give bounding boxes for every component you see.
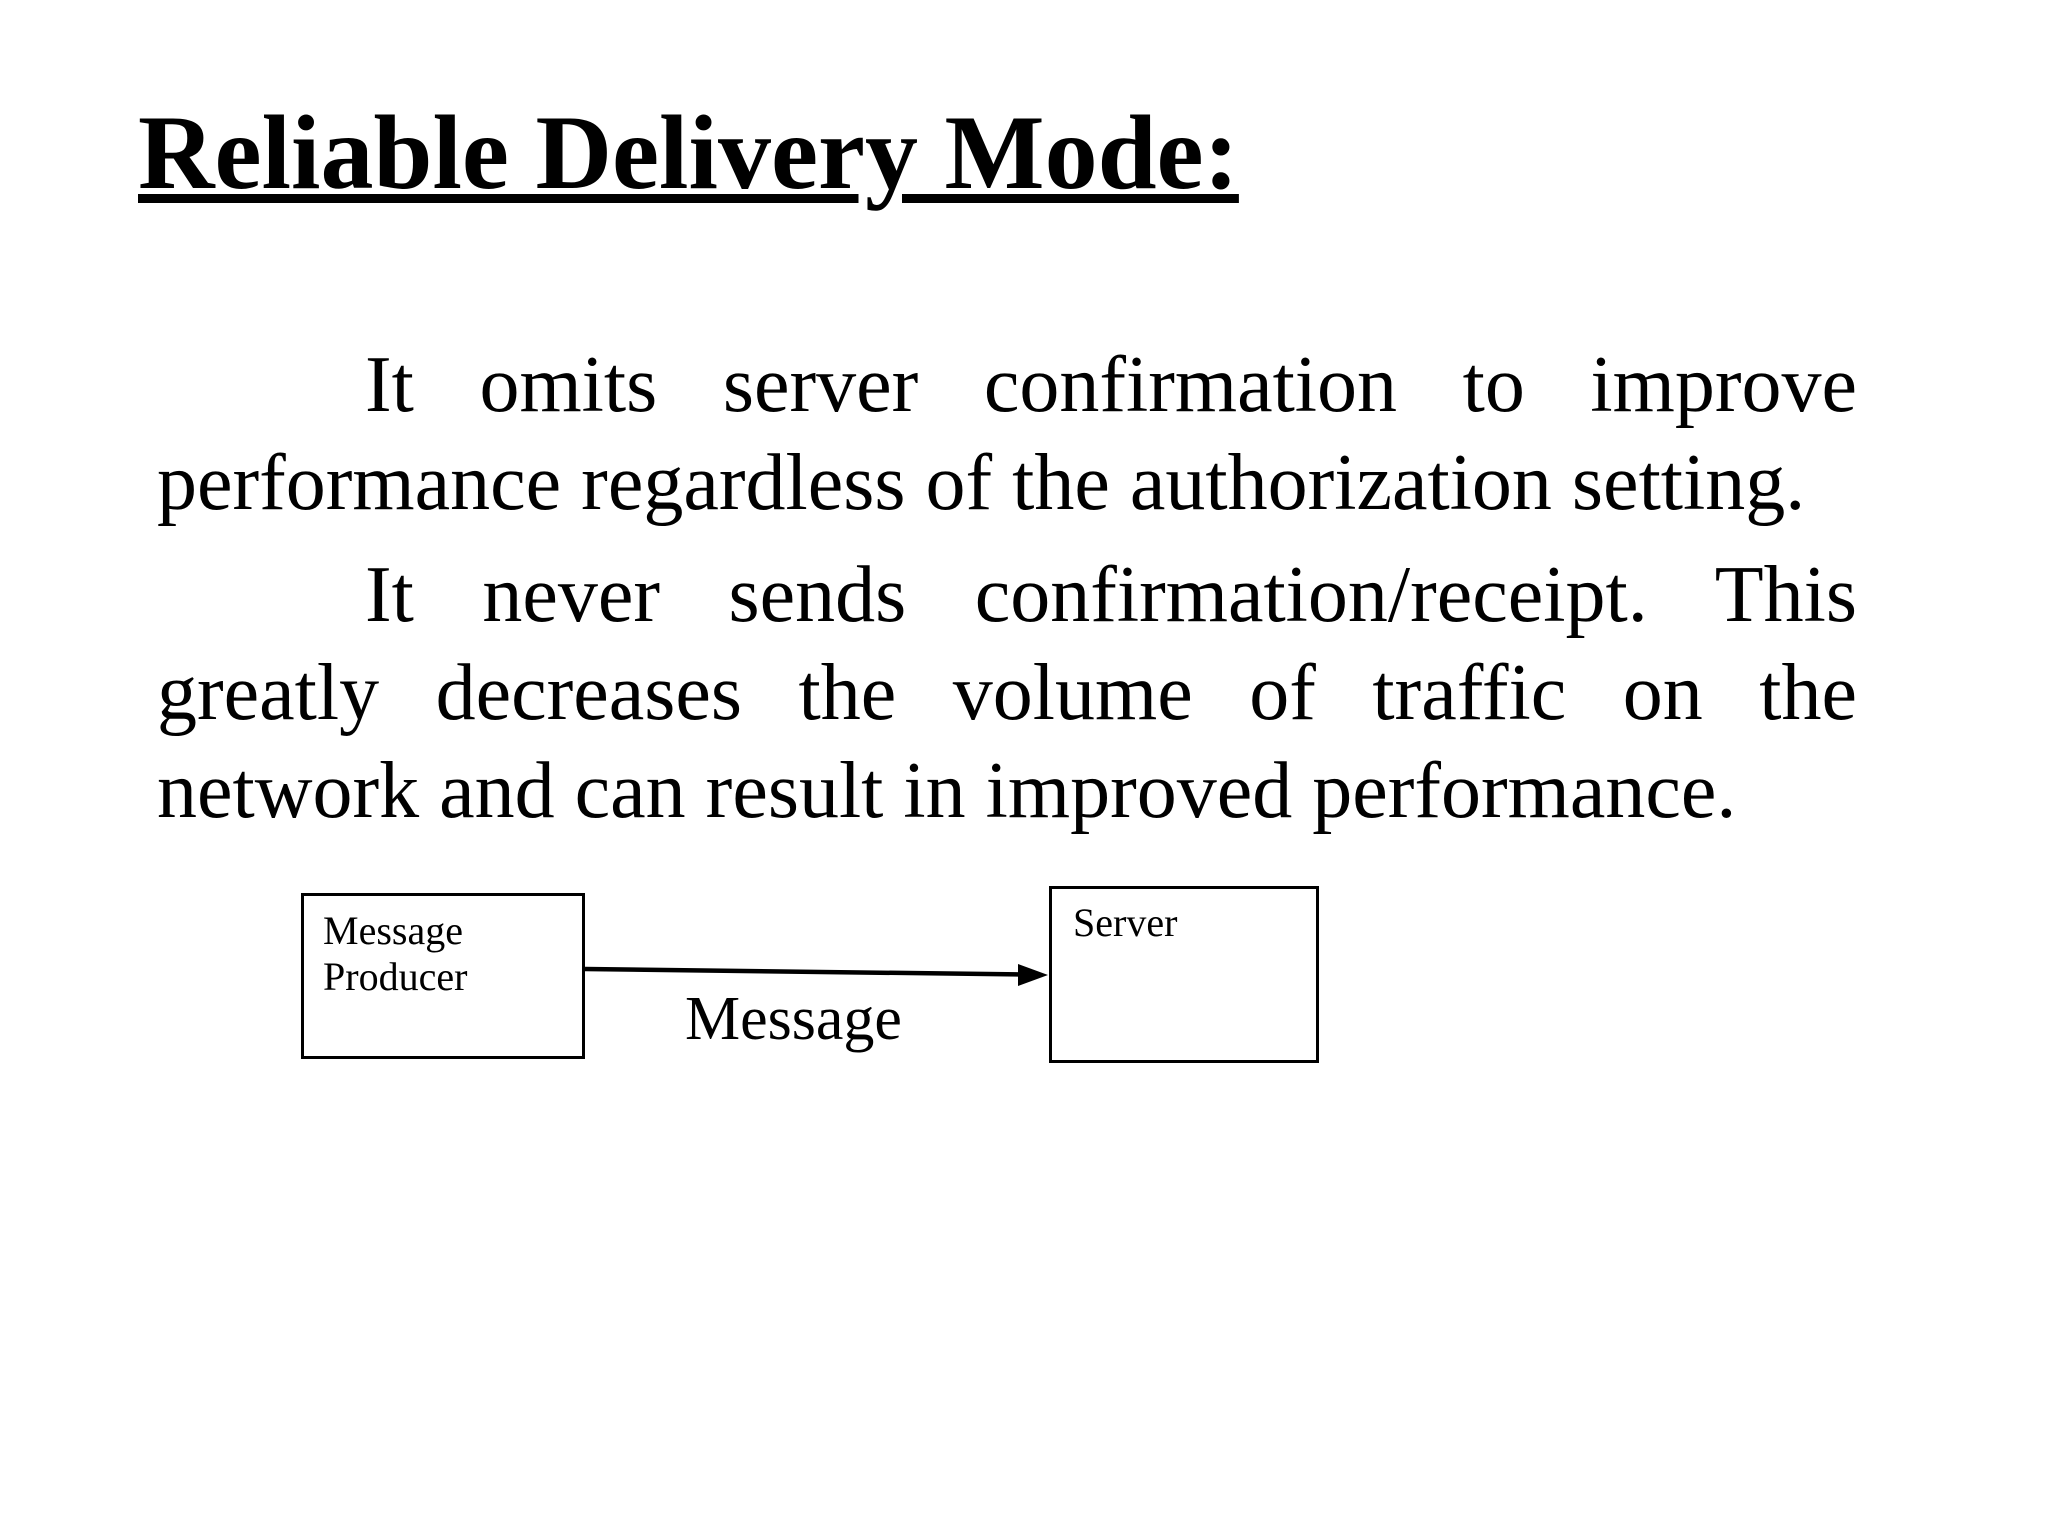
- body-line: performance regardless of the authorizat…: [157, 439, 1806, 527]
- server-box-label: Server: [1073, 900, 1178, 945]
- page-title: Reliable Delivery Mode:: [138, 94, 1239, 211]
- server-box: Server: [1049, 886, 1319, 1063]
- body-line: It omits server confirmation to improve: [365, 341, 1857, 429]
- message-producer-box: Message Producer: [301, 893, 585, 1059]
- body-line: greatly decreases the volume of traffic …: [157, 649, 1857, 737]
- body-text-block: It omits server confirmation to improve …: [157, 336, 1857, 840]
- message-producer-box-label: Message Producer: [323, 908, 468, 999]
- body-line: It never sends confirmation/receipt. Thi…: [365, 551, 1857, 639]
- paragraph-2: It never sends confirmation/receipt. Thi…: [157, 546, 1857, 840]
- message-arrow-label: Message: [685, 985, 902, 1053]
- paragraph-1: It omits server confirmation to improve …: [157, 336, 1857, 532]
- body-line: network and can result in improved perfo…: [157, 747, 1737, 835]
